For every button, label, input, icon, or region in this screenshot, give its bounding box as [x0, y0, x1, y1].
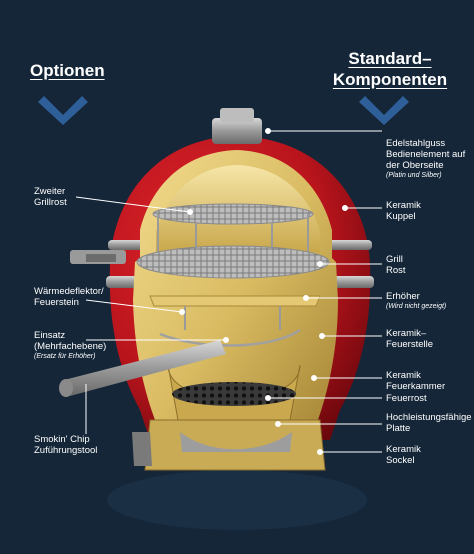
options-heading: Optionen [30, 61, 105, 80]
fire-grate [172, 382, 296, 406]
main-grill-rack [136, 245, 330, 279]
standard-heading-line1: Standard– [348, 49, 432, 68]
label-smokin-chip: Smokin' Chip Zuführungstool [34, 434, 98, 456]
label-keramik-feuerkammer: Keramik Feuerkammer [386, 370, 446, 392]
label-keramik-feuerstelle: Keramik– Feuerstelle [386, 328, 433, 350]
label-edelstahlguss: Edelstahlguss Bedienelement auf der Ober… [386, 138, 466, 179]
standard-heading-line2: Komponenten [332, 70, 448, 89]
smokin-chip-tool [64, 340, 226, 396]
heat-deflector [149, 295, 321, 307]
left-chevron-icon [38, 96, 88, 125]
label-einsatz: Einsatz (Mehrfachebene) (Ersatz für Erhö… [34, 330, 107, 360]
label-keramik-sockel: Keramik Sockel [386, 444, 421, 466]
second-grill-rack [152, 203, 314, 225]
standard-components-heading: Standard– Komponenten [330, 48, 450, 90]
label-hochleistung: Hochleistungsfähige Platte [386, 412, 472, 434]
label-erhoeher: Erhöher (Wird nicht gezeigt) [386, 291, 447, 310]
label-keramik-kuppel: Keramik Kuppel [386, 200, 421, 222]
right-chevron-icon [359, 96, 409, 125]
label-zweiter-grillrost: Zweiter Grillrost [34, 186, 67, 208]
label-grill-rost: Grill Rost [386, 254, 406, 276]
label-feuerrost: Feuerrost [386, 393, 427, 404]
label-waermedeflektor: Wärmedeflektor/ Feuerstein [34, 286, 104, 308]
